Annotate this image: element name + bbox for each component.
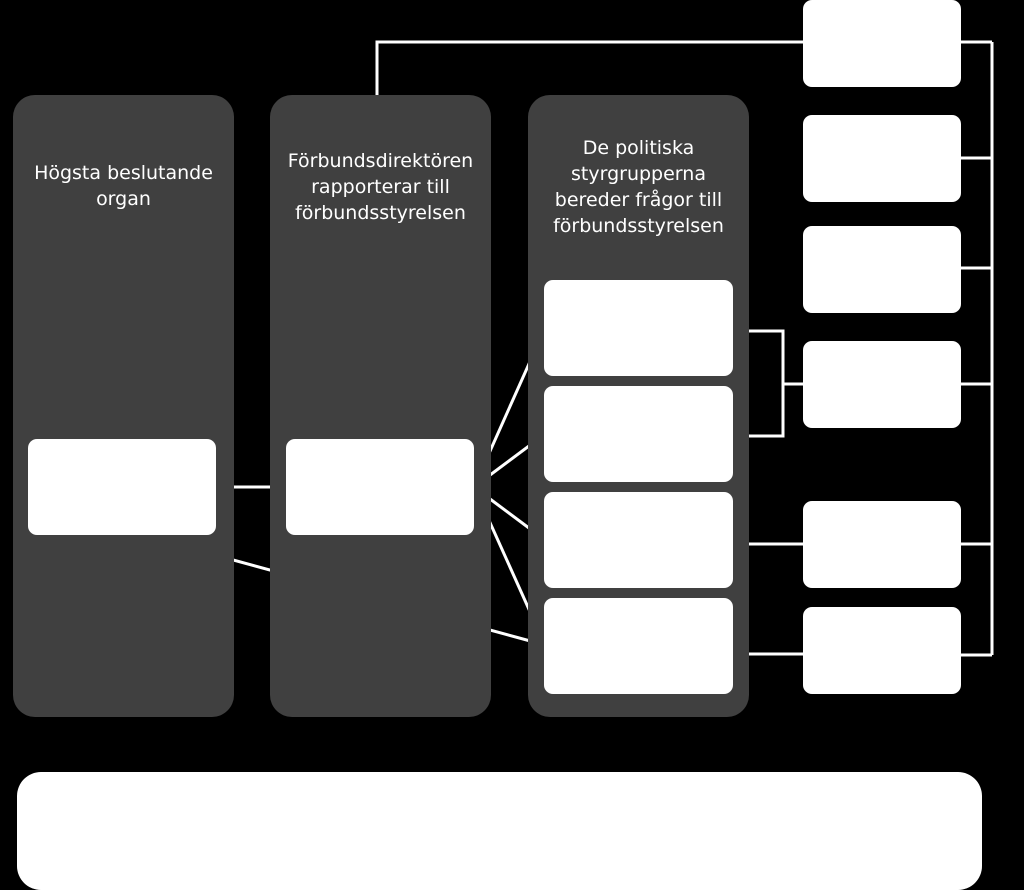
box-right-4: [803, 341, 961, 428]
column-federation-director: Förbundsdirektören rapporterar till förb…: [270, 95, 491, 717]
box-steering-group-4: [544, 598, 733, 694]
box-right-5: [803, 501, 961, 588]
box-steering-group-1: [544, 280, 733, 376]
bottom-bar: [17, 772, 982, 890]
box-right-1: [803, 0, 961, 87]
column-heading-steering: De politiska styrgrupperna bereder frågo…: [553, 137, 724, 237]
box-steering-group-2: [544, 386, 733, 482]
box-right-6: [803, 607, 961, 694]
column-highest-decision-body: Högsta beslutande organ: [13, 95, 234, 717]
box-right-2: [803, 115, 961, 202]
box-highest-body: [28, 439, 216, 535]
column-heading-highest: Högsta beslutande organ: [34, 162, 213, 210]
box-right-3: [803, 226, 961, 313]
box-federation-board: [286, 439, 474, 535]
connector-director-to-right-1: [375, 40, 804, 95]
box-steering-group-3: [544, 492, 733, 588]
column-heading-director: Förbundsdirektören rapporterar till förb…: [287, 150, 474, 224]
